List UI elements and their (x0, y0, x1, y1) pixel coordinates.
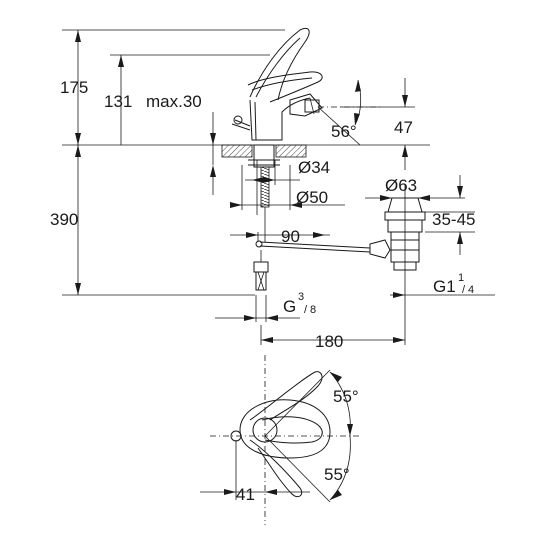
dim-41-line (200, 440, 310, 500)
dim-d50-line (230, 165, 345, 210)
dim-g38: G (283, 297, 296, 316)
dim-3545: 35-45 (432, 210, 475, 229)
dim-390: 390 (50, 210, 78, 229)
dim-g38-num: 3 (298, 291, 304, 303)
dim-g38-line (215, 295, 300, 322)
dim-41: 41 (236, 485, 255, 504)
dim-g114: G1 (433, 277, 456, 296)
connection-fitting (253, 250, 269, 291)
dim-131: 131 (104, 92, 132, 111)
angle-55-top-lines (264, 369, 353, 437)
angle-56: 56° (331, 122, 357, 141)
angle-55-top: 55° (333, 387, 359, 406)
dim-180: 180 (315, 332, 343, 351)
dim-d34: Ø34 (298, 158, 330, 177)
dim-g114-den: 4 (468, 284, 474, 296)
dim-max30-line (210, 112, 216, 195)
dim-g114-line (390, 292, 495, 298)
dim-47-line (340, 78, 415, 170)
deck-section (221, 144, 307, 242)
dim-g114-slash: / (462, 284, 466, 296)
popup-rod (255, 232, 371, 253)
angle-55-bot: 55° (324, 465, 350, 484)
dim-g38-den: 8 (310, 304, 316, 316)
dim-90-line (230, 232, 330, 238)
dim-d50: Ø50 (296, 188, 328, 207)
waste-body (369, 185, 426, 300)
dim-175: 175 (60, 78, 88, 97)
dim-131-line (110, 54, 270, 145)
dim-max30: max.30 (146, 92, 202, 111)
dim-90: 90 (281, 227, 300, 246)
dim-175-line (62, 29, 285, 145)
dim-d34-line (245, 160, 300, 185)
dim-47: 47 (394, 118, 413, 137)
dim-390-line (62, 145, 255, 296)
dim-d63: Ø63 (385, 176, 417, 195)
angle-55-bot-lines (264, 435, 351, 503)
dim-180-line (260, 300, 406, 345)
dim-3545-line (425, 211, 475, 255)
dim-g38-slash: / (304, 304, 308, 316)
dim-g114-num: 1 (458, 272, 464, 284)
dim-d63-line (365, 175, 465, 201)
mixer-body (231, 27, 323, 141)
